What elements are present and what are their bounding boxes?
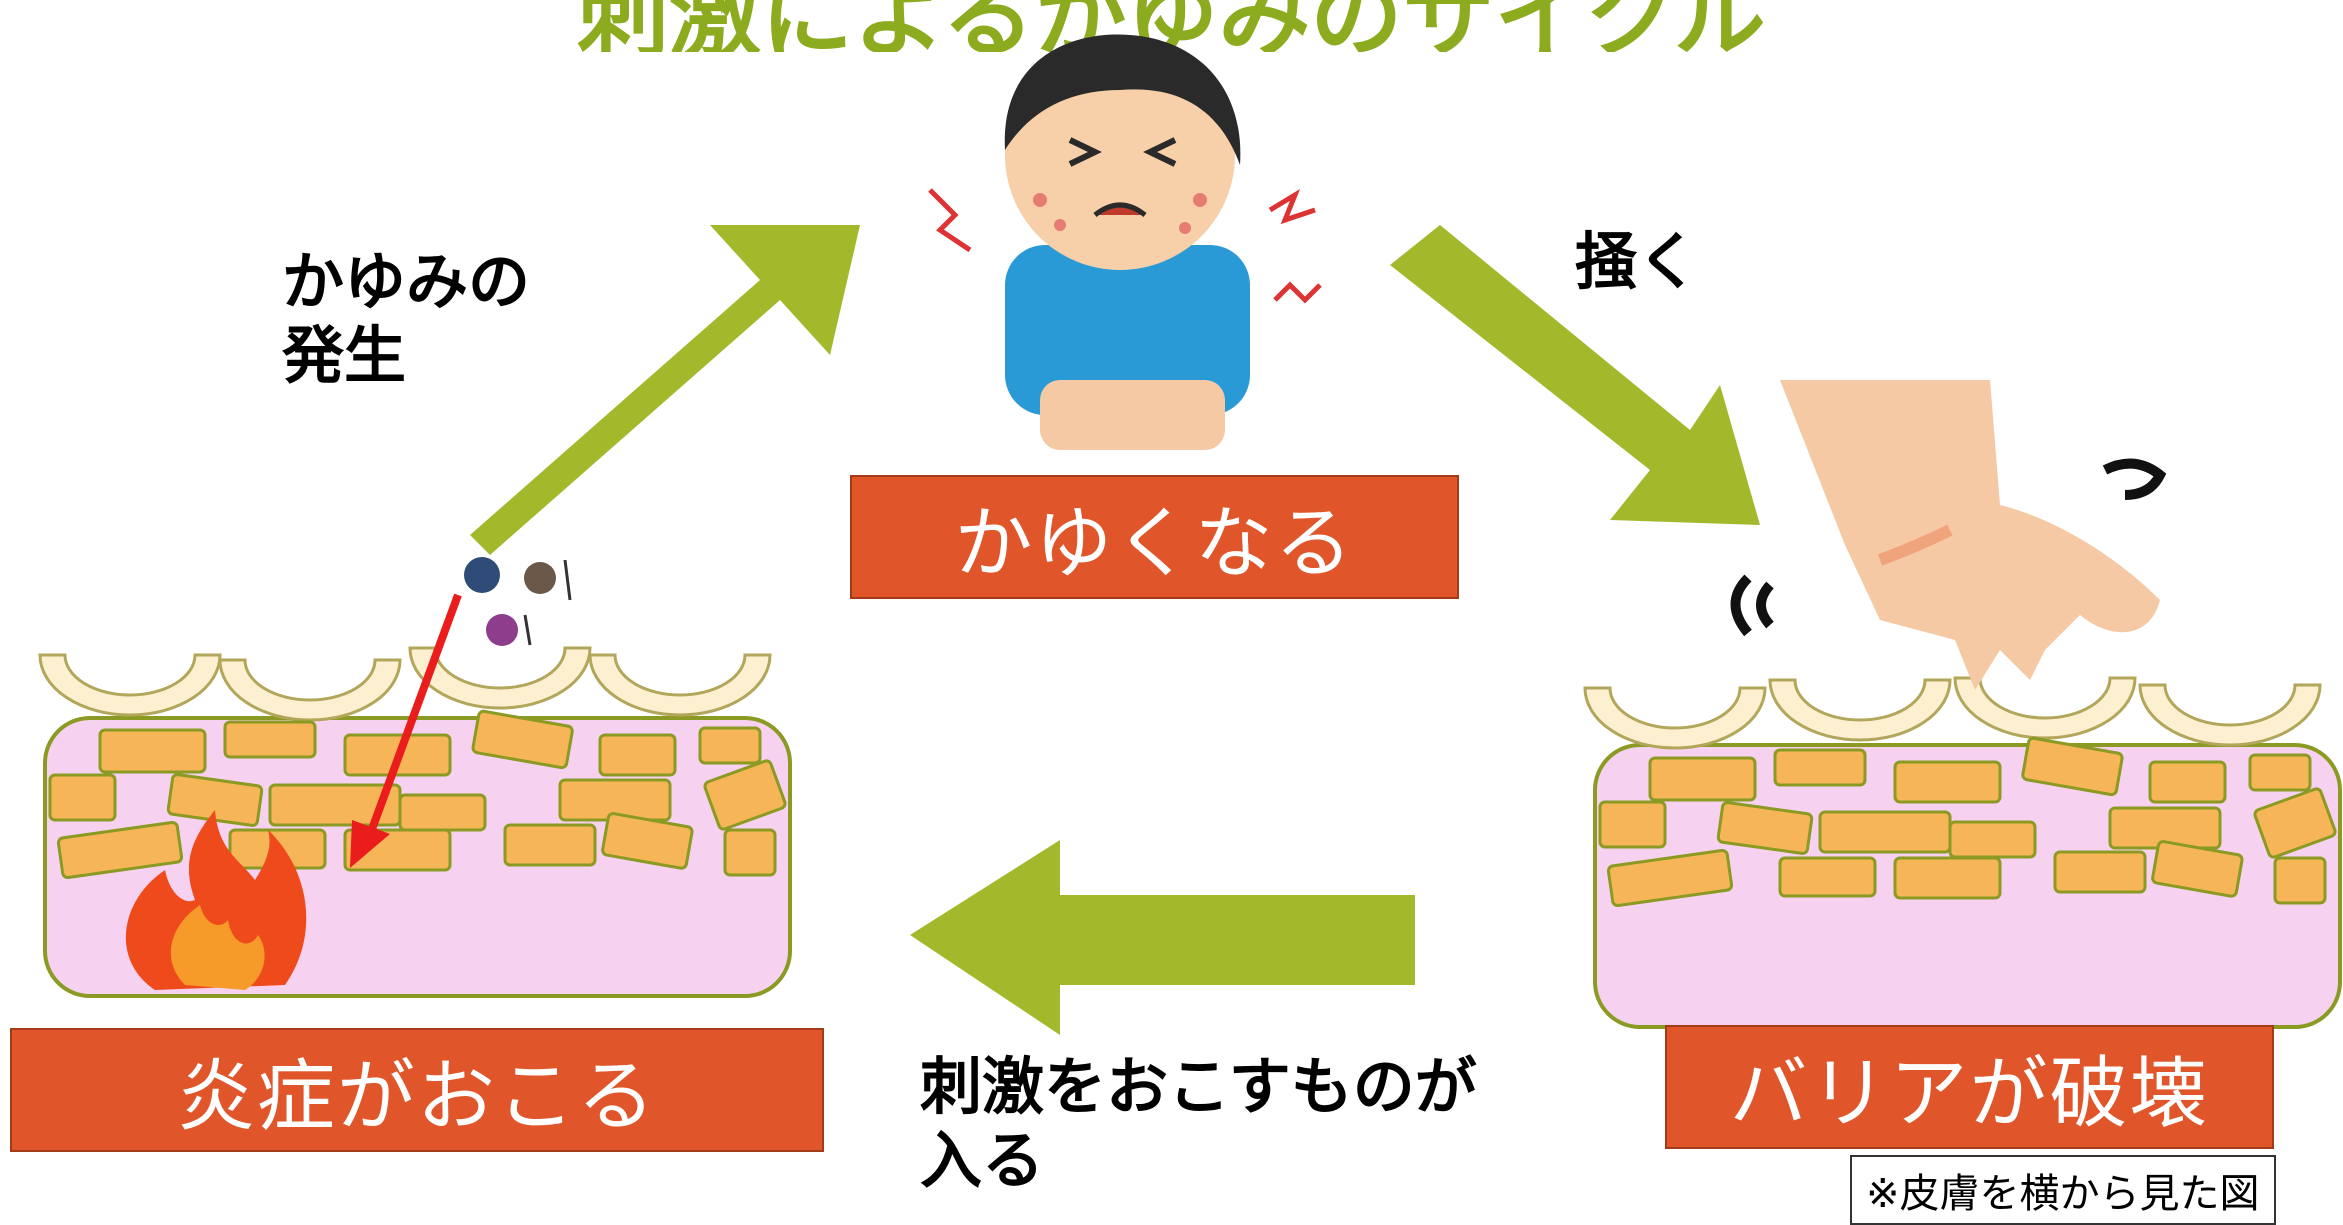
cell bbox=[1893, 856, 2002, 900]
cell bbox=[503, 823, 597, 867]
cell bbox=[471, 709, 574, 770]
cell bbox=[2248, 753, 2312, 792]
cell bbox=[2253, 787, 2337, 859]
side-view-note: ※皮膚を横から見た図 bbox=[1850, 1155, 2276, 1225]
cell bbox=[56, 820, 184, 880]
cell bbox=[398, 793, 487, 832]
scale bbox=[38, 653, 222, 717]
scale bbox=[408, 646, 592, 710]
cell bbox=[2021, 736, 2124, 797]
boy-shirt bbox=[1005, 245, 1250, 415]
label-inflammation: 炎症がおこる bbox=[10, 1028, 824, 1152]
cell bbox=[1598, 800, 1667, 849]
cell bbox=[1648, 756, 1757, 802]
skin-right bbox=[1583, 676, 2342, 1029]
cell bbox=[2151, 840, 2244, 898]
scale bbox=[588, 653, 772, 717]
cell bbox=[2273, 856, 2327, 905]
cell bbox=[1778, 856, 1877, 898]
scale bbox=[1768, 678, 1952, 742]
scale-row bbox=[1583, 676, 2322, 750]
boy-body bbox=[1040, 380, 1225, 450]
cell bbox=[601, 812, 694, 870]
scratching-hand-icon bbox=[1730, 380, 2167, 690]
cells bbox=[1598, 736, 2337, 908]
irritant-arrow bbox=[350, 593, 462, 868]
arrow-left bbox=[910, 840, 1415, 1035]
scale-row bbox=[38, 646, 772, 722]
cell bbox=[1716, 801, 1814, 855]
germ-icons bbox=[464, 557, 572, 646]
cell bbox=[723, 828, 777, 877]
cell bbox=[598, 733, 677, 777]
label-itchy: かゆくなる bbox=[850, 475, 1459, 599]
step-scratch: 掻く bbox=[1575, 225, 1700, 298]
germ-icon bbox=[464, 557, 500, 593]
cell bbox=[98, 728, 207, 774]
scale bbox=[2138, 683, 2322, 747]
cell bbox=[2053, 850, 2147, 894]
scale bbox=[1953, 676, 2137, 740]
cell bbox=[1818, 810, 1952, 854]
step-irritant-enters: 刺激をおこすものが 入る bbox=[920, 1050, 1477, 1198]
cell bbox=[223, 720, 317, 759]
cell bbox=[698, 726, 762, 765]
cell bbox=[1773, 748, 1867, 787]
arrow-up-right bbox=[470, 225, 860, 555]
arrow-down-right bbox=[1390, 225, 1760, 525]
step-itch-occurs: かゆみの 発生 bbox=[282, 245, 531, 393]
page-heading: 刺激によるかゆみのサイクル bbox=[0, 0, 2343, 52]
flame-icon bbox=[125, 810, 307, 990]
cell bbox=[1893, 760, 2002, 804]
germ-icon bbox=[486, 614, 518, 646]
cell bbox=[1948, 820, 2037, 859]
itchy-boy-icon bbox=[928, 34, 1322, 450]
cell bbox=[1606, 848, 1734, 908]
boy-hair bbox=[1004, 34, 1241, 166]
cell bbox=[48, 773, 117, 822]
germ-icon bbox=[524, 562, 556, 594]
cell bbox=[703, 759, 787, 831]
scale bbox=[1583, 686, 1767, 750]
label-barrier-destroyed: バリアが破壊 bbox=[1665, 1025, 2274, 1149]
cell bbox=[2148, 760, 2227, 804]
scale bbox=[218, 658, 402, 722]
